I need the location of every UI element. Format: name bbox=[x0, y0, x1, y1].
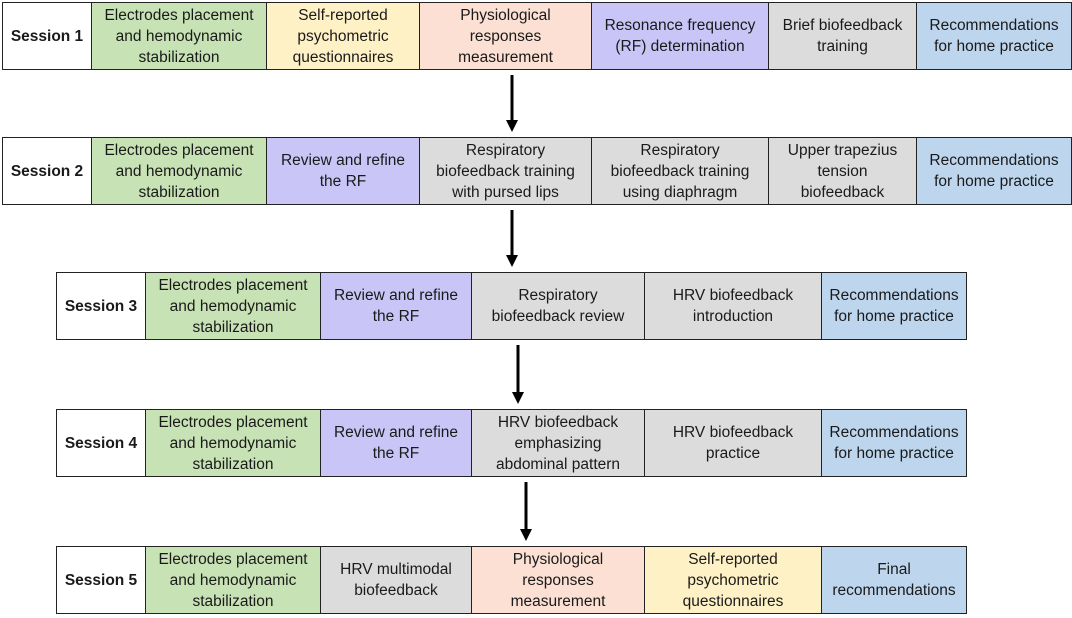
session-3-step-4: HRV biofeedback introduction bbox=[644, 273, 821, 339]
session-4-step-1: Electrodes placement and hemodynamic sta… bbox=[145, 410, 320, 476]
session-3-step-3: Respiratory biofeedback review bbox=[471, 273, 644, 339]
session-1-step-4: Resonance frequency (RF) determination bbox=[591, 3, 768, 69]
session-1-step-5: Brief biofeedback training bbox=[768, 3, 916, 69]
session-5-step-4: Self-reported psychometric questionnaire… bbox=[644, 547, 821, 613]
session-2-step-6: Recommendations for home practice bbox=[916, 138, 1071, 204]
flow-arrow-1 bbox=[506, 75, 518, 132]
session-2-step-2: Review and refine the RF bbox=[266, 138, 419, 204]
session-label: Session 2 bbox=[3, 138, 91, 204]
session-5-step-3: Physiological responses measurement bbox=[471, 547, 644, 613]
session-label: Session 5 bbox=[57, 547, 145, 613]
session-4-step-4: HRV biofeedback practice bbox=[644, 410, 821, 476]
session-4-step-2: Review and refine the RF bbox=[320, 410, 471, 476]
flow-arrow-3 bbox=[512, 345, 524, 404]
session-2-step-5: Upper trapezius tension biofeedback bbox=[768, 138, 916, 204]
session-5-step-2: HRV multimodal biofeedback bbox=[320, 547, 471, 613]
session-1-step-2: Self-reported psychometric questionnaire… bbox=[266, 3, 419, 69]
session-5-step-1: Electrodes placement and hemodynamic sta… bbox=[145, 547, 320, 613]
session-1-step-6: Recommendations for home practice bbox=[916, 3, 1071, 69]
session-2-step-1: Electrodes placement and hemodynamic sta… bbox=[91, 138, 266, 204]
session-3-step-2: Review and refine the RF bbox=[320, 273, 471, 339]
flow-arrow-4 bbox=[520, 482, 532, 541]
session-1-step-1: Electrodes placement and hemodynamic sta… bbox=[91, 3, 266, 69]
session-3-step-1: Electrodes placement and hemodynamic sta… bbox=[145, 273, 320, 339]
flow-arrow-2 bbox=[506, 210, 518, 267]
session-5-step-5: Final recommendations bbox=[821, 547, 966, 613]
session-2-step-4: Respiratory biofeedback training using d… bbox=[591, 138, 768, 204]
session-label: Session 4 bbox=[57, 410, 145, 476]
session-4-step-5: Recommendations for home practice bbox=[821, 410, 966, 476]
session-3-step-5: Recommendations for home practice bbox=[821, 273, 966, 339]
session-1-step-3: Physiological responses measurement bbox=[419, 3, 591, 69]
session-2-step-3: Respiratory biofeedback training with pu… bbox=[419, 138, 591, 204]
session-4-step-3: HRV biofeedback emphasizing abdominal pa… bbox=[471, 410, 644, 476]
session-label: Session 1 bbox=[3, 3, 91, 69]
session-label: Session 3 bbox=[57, 273, 145, 339]
